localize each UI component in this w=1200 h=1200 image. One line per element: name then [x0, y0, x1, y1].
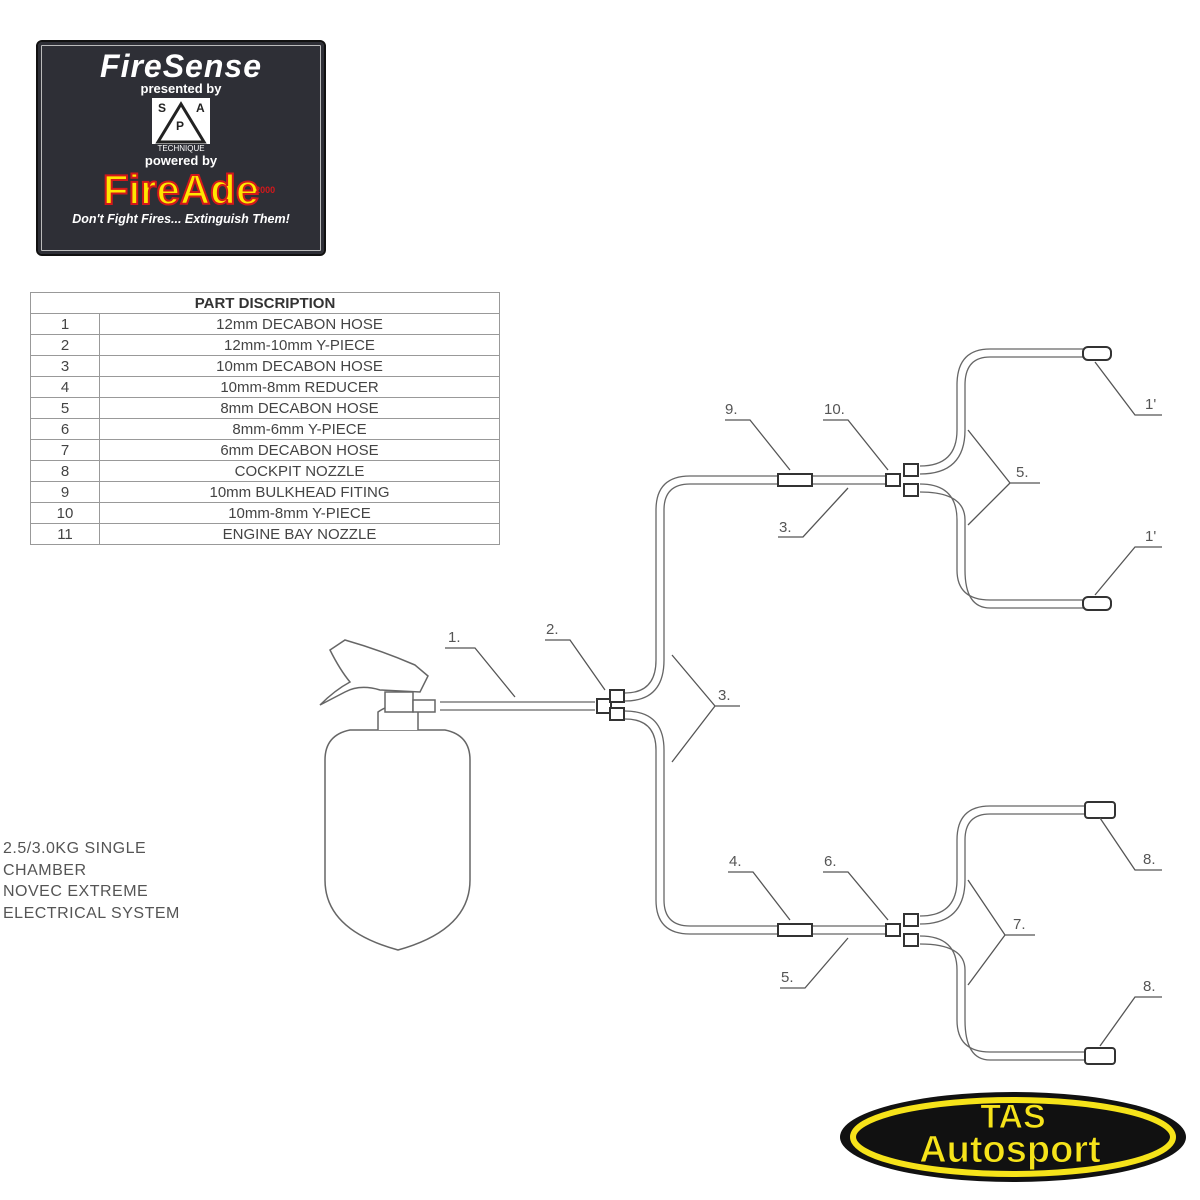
- tas-text: TAS: [980, 1098, 1045, 1136]
- fittings: [596, 346, 1116, 1065]
- extinguisher: [319, 639, 471, 951]
- system-desc-line: NOVEC EXTREME: [3, 883, 149, 900]
- part-description: 8mm DECABON HOSE: [99, 397, 500, 419]
- part-number: 11: [30, 523, 100, 545]
- callout-11: 1': [1145, 528, 1156, 545]
- callout-9: 9.: [725, 401, 738, 418]
- part-number: 10: [30, 502, 100, 524]
- part-description: 10mm BULKHEAD FITING: [99, 481, 500, 503]
- callout-1: 1.: [448, 629, 461, 646]
- callout-10: 10.: [824, 401, 845, 418]
- engine-bay-nozzle: [1082, 596, 1112, 611]
- system-desc-line: ELECTRICAL SYSTEM: [3, 904, 180, 922]
- tas-autosport-logo: TAS Autosport: [840, 1092, 1186, 1182]
- bulkhead-fitting: [777, 473, 813, 487]
- part-description: 12mm-10mm Y-PIECE: [99, 334, 500, 356]
- leader-lines: [445, 361, 1162, 1047]
- part-description: 10mm-8mm Y-PIECE: [99, 502, 500, 524]
- reducer: [777, 923, 813, 937]
- fireade-brand: FireAde: [102, 166, 260, 213]
- callout-5: 5.: [781, 969, 794, 986]
- part-description: 10mm-8mm REDUCER: [99, 376, 500, 398]
- part-description: ENGINE BAY NOZZLE: [99, 523, 500, 545]
- callout-4: 4.: [729, 853, 742, 870]
- callout-8: 8.: [1143, 851, 1156, 868]
- parts-table-header: PART DISCRIPTION: [30, 292, 500, 314]
- powered-by: powered by: [144, 153, 218, 168]
- fireade-2000: 2000: [255, 185, 276, 195]
- svg-text:A: A: [196, 101, 205, 115]
- callout-3: 3.: [779, 519, 792, 536]
- system-desc-line: CHAMBER: [3, 861, 87, 879]
- autosport-text: Autosport: [919, 1129, 1101, 1171]
- callout-5: 5.: [1016, 464, 1029, 481]
- svg-text:S: S: [158, 101, 166, 115]
- presented-by: presented by: [140, 81, 222, 96]
- callout-labels: 1. 2. 3. 9. 10. 3. 5. 1' 1' 4. 6. 5. 7. …: [448, 396, 1156, 995]
- tagline: Don't Fight Fires... Extinguish Them!: [72, 212, 290, 226]
- system-desc-line: 2.5/3.0KG SINGLE: [3, 840, 147, 857]
- system-description: 2.5/3.0KG SINGLE CHAMBER NOVEC EXTREME E…: [3, 838, 180, 924]
- callout-2: 2.: [546, 621, 559, 638]
- engine-bay-nozzle: [1082, 346, 1112, 361]
- y-piece-10-8: [885, 473, 901, 487]
- callout-7: 7.: [1013, 916, 1026, 933]
- cockpit-nozzle: [1084, 1047, 1116, 1065]
- firesense-title: FireSense: [100, 48, 262, 84]
- spa-subtitle: TECHNIQUE: [152, 144, 210, 154]
- y-piece-12-10: [596, 698, 612, 714]
- callout-3: 3.: [718, 687, 731, 704]
- callout-6: 6.: [824, 853, 837, 870]
- callout-8: 8.: [1143, 978, 1156, 995]
- y-piece-8-6: [885, 923, 901, 937]
- hoses: [440, 348, 1085, 1061]
- callout-11: 1': [1145, 396, 1156, 413]
- svg-text:P: P: [176, 119, 184, 133]
- cockpit-nozzle: [1084, 801, 1116, 819]
